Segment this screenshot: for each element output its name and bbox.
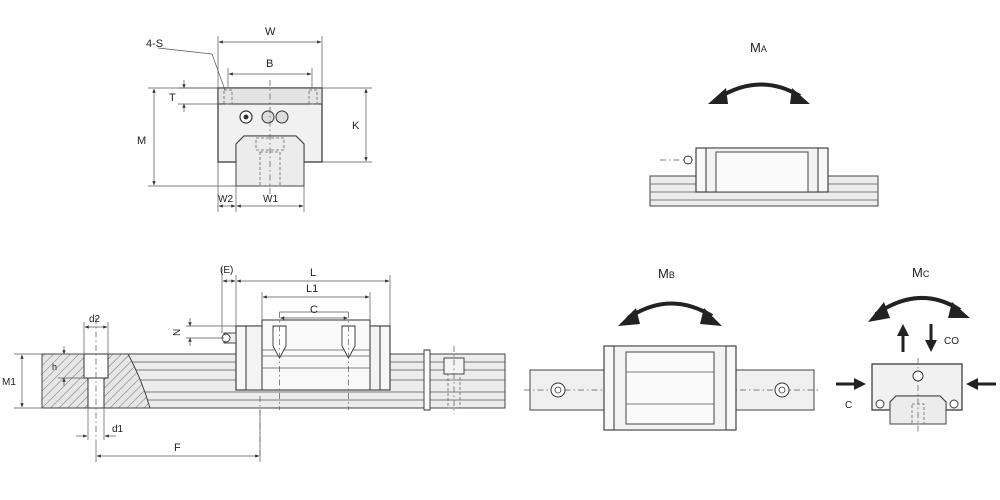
label-co: CO — [944, 336, 959, 347]
side-view: L (E) L1 C N d2 h M1 — [2, 265, 506, 462]
moment-mc-arrow — [874, 296, 962, 316]
label-c-load: C — [845, 400, 852, 411]
load-right-arrow — [854, 378, 866, 390]
label-m: M — [137, 135, 146, 147]
label-w: W — [265, 26, 276, 38]
label-k: K — [352, 120, 360, 132]
label-4s: 4-S — [146, 38, 163, 50]
label-c-dim: C — [310, 304, 318, 316]
moment-mc-diagram: MC CO C — [836, 265, 996, 432]
load-left-arrow — [966, 378, 978, 390]
label-h: h — [52, 362, 57, 372]
label-w2: W2 — [218, 194, 233, 205]
moment-ma-diagram: MA — [649, 40, 879, 207]
label-d1: d1 — [112, 424, 124, 435]
label-w1: W1 — [263, 194, 278, 205]
label-mc: MC — [912, 265, 930, 280]
moment-ma-arrow — [716, 82, 802, 100]
label-n: N — [172, 329, 183, 336]
label-b: B — [266, 58, 273, 70]
label-l: L — [310, 267, 316, 279]
label-mb: MB — [658, 266, 675, 281]
moment-mb-diagram: MB — [524, 266, 820, 431]
label-f: F — [174, 442, 181, 454]
moment-mb-arrow — [626, 301, 714, 320]
load-down-arrow — [925, 340, 937, 352]
load-up-arrow — [897, 324, 909, 336]
label-ma: MA — [750, 40, 767, 55]
label-d2: d2 — [89, 314, 101, 325]
front-view: W B 4-S T M K W2 W1 — [137, 26, 372, 212]
label-m1: M1 — [2, 377, 16, 388]
label-e: (E) — [220, 265, 233, 276]
label-t: T — [169, 92, 176, 104]
label-l1: L1 — [306, 283, 318, 295]
